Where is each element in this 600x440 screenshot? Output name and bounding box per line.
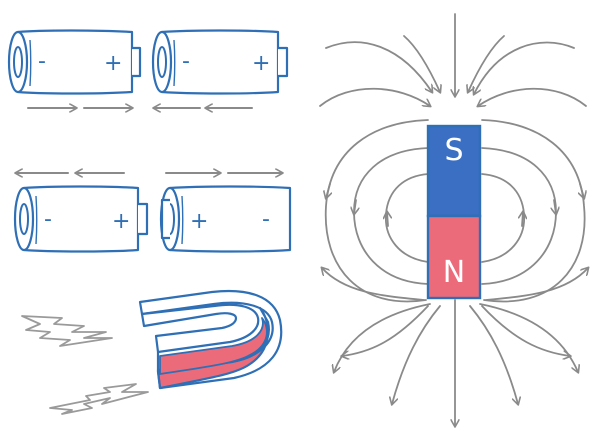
field-loop [385,173,429,263]
field-arrow-icon [392,305,441,404]
bar-magnet-icon: S N [426,124,482,300]
horseshoe-magnet-icon [138,289,283,390]
field-arrow-icon [522,212,523,227]
battery-2-left-sign: - [182,49,190,74]
battery-4: + - [159,185,292,253]
battery-3-left-sign: - [44,207,52,232]
field-arrow-icon [478,87,587,106]
battery-4-left-sign: + [190,209,208,234]
field-arrow-icon [481,305,570,356]
field-loop [481,119,586,303]
field-arrow-icon [326,183,330,198]
battery-2: - + [151,29,289,95]
battery-1-right-sign: + [104,51,122,76]
field-arrow-icon [479,303,578,372]
field-loop [353,147,429,285]
field-arrow-icon [325,41,432,92]
spark-icon [21,315,113,347]
battery-2-right-sign: + [252,51,270,76]
field-arrow-icon [322,268,425,301]
field-arrow-icon [580,183,584,198]
field-arrow-icon [485,268,588,301]
field-arrow-icon [469,305,518,404]
battery-1-left-sign: - [38,49,46,74]
magnetic-field-lines [319,13,588,426]
north-pole-label: N [443,255,465,290]
battery-4-right-sign: - [262,207,270,232]
battery-3-right-sign: + [112,209,130,234]
battery-1: - + [7,29,142,95]
field-arrow-icon [387,212,388,227]
spark-icon [49,383,149,415]
field-arrow-icon [554,199,556,214]
magnet-north-pole [426,214,482,300]
field-arrow-icon [474,41,575,94]
field-arrow-icon [468,35,505,92]
battery-3: - + [13,185,149,253]
field-arrow-icon [403,35,440,92]
field-arrow-icon [354,199,356,214]
field-arrow-icon [334,303,431,372]
field-arrow-icon [342,305,429,356]
field-loop [481,147,557,285]
field-arrow-icon [319,87,430,106]
field-loop [324,119,429,303]
magnet-south-pole [426,124,482,218]
field-loop [481,173,525,263]
south-pole-label: S [444,133,463,168]
